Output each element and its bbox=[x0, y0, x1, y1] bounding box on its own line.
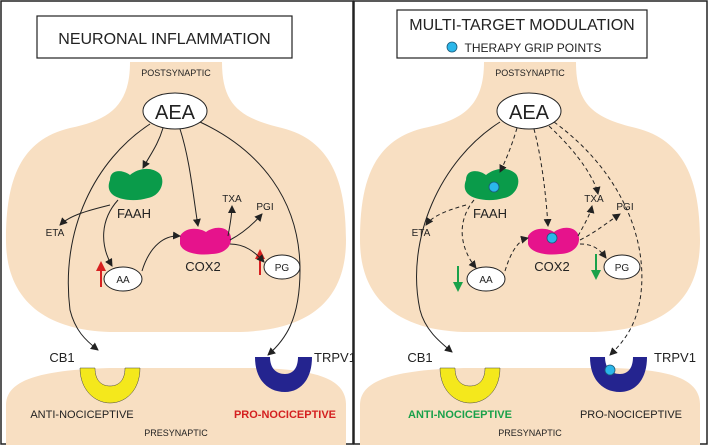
right-arrow-aea-txa bbox=[548, 125, 601, 195]
left-title-box bbox=[36, 15, 293, 59]
right-arrow-faah-aa bbox=[461, 199, 477, 269]
left-aa-label: AA bbox=[116, 275, 130, 286]
right-panel-title: MULTI-TARGET MODULATION bbox=[409, 17, 634, 34]
right-trpv1-receptor bbox=[590, 357, 647, 392]
right-presynaptic-label: PRESYNAPTIC bbox=[498, 428, 562, 438]
right-pg-node bbox=[603, 254, 641, 280]
left-aea-label: AEA bbox=[155, 102, 196, 124]
left-cb1-label: CB1 bbox=[49, 350, 74, 365]
right-cox2-label: COX2 bbox=[534, 259, 569, 274]
left-trpv1-label: TRPV1 bbox=[314, 350, 356, 365]
left-pg-label: PG bbox=[275, 263, 290, 274]
right-pro-nociceptive-label: PRO-NOCICEPTIVE bbox=[580, 409, 682, 421]
left-postsynaptic-label: POSTSYNAPTIC bbox=[141, 68, 211, 78]
right-cb1-receptor bbox=[439, 367, 501, 404]
left-pathway-arrows bbox=[59, 121, 301, 356]
left-cox2-label: COX2 bbox=[185, 259, 220, 274]
left-cb1-receptor bbox=[79, 367, 141, 404]
right-arrow-cox2-pgi bbox=[579, 213, 621, 241]
left-trpv1-receptor bbox=[255, 357, 312, 392]
left-panel-title: NEURONAL INFLAMMATION bbox=[58, 31, 270, 48]
right-faah-grip-point-icon bbox=[488, 181, 500, 193]
left-arrow-aa-cox2 bbox=[141, 231, 181, 272]
right-arrow-aea-cox2 bbox=[533, 128, 552, 227]
right-arrow-aea-faah bbox=[499, 127, 518, 173]
right-cox2-grip-point-icon bbox=[546, 232, 558, 244]
right-anti-nociceptive-label: ANTI-NOCICEPTIVE bbox=[408, 409, 512, 421]
right-aa-label: AA bbox=[479, 275, 493, 286]
right-arrow-aea-trpv1 bbox=[553, 121, 643, 356]
left-arrow-aea-faah bbox=[142, 127, 164, 169]
right-txa-label: TXA bbox=[584, 194, 604, 205]
left-arrow-faah-aa bbox=[103, 199, 119, 267]
left-anti-nociceptive-label: ANTI-NOCICEPTIVE bbox=[30, 409, 133, 421]
right-pathway-arrows bbox=[425, 121, 643, 356]
left-presynaptic-label: PRESYNAPTIC bbox=[144, 428, 208, 438]
left-cox2-enzyme bbox=[180, 227, 232, 255]
left-arrow-aea-cb1 bbox=[67, 123, 151, 351]
right-eta-label: ETA bbox=[412, 228, 431, 239]
right-arrow-cox2-pg bbox=[579, 243, 607, 259]
left-arrow-cox2-txa bbox=[227, 205, 236, 237]
right-arrow-aea-cb1 bbox=[416, 121, 501, 353]
left-arrow-faah-eta bbox=[59, 204, 111, 226]
left-aa-node bbox=[103, 266, 143, 292]
right-trpv1-label: TRPV1 bbox=[654, 350, 696, 365]
left-panel: NEURONAL INFLAMMATION POSTSYNAPTIC AEA F… bbox=[0, 0, 356, 445]
right-aea-node bbox=[496, 92, 562, 130]
right-panel: MULTI-TARGET MODULATION THERAPY GRIP POI… bbox=[353, 0, 708, 445]
right-cb1-label: CB1 bbox=[407, 350, 432, 365]
left-txa-label: TXA bbox=[222, 194, 242, 205]
left-arrow-aea-cox2 bbox=[179, 128, 201, 227]
left-pgi-label: PGI bbox=[256, 202, 273, 213]
left-arrow-cox2-pg bbox=[229, 243, 265, 263]
right-arrow-faah-eta bbox=[425, 204, 467, 226]
right-faah-label: FAAH bbox=[473, 206, 507, 221]
right-aea-label: AEA bbox=[509, 102, 550, 124]
left-arrow-cox2-pgi bbox=[229, 213, 263, 241]
right-pgi-label: PGI bbox=[616, 202, 633, 213]
therapy-grip-point-legend-icon bbox=[446, 41, 458, 53]
left-eta-label: ETA bbox=[46, 228, 65, 239]
right-legend-label: THERAPY GRIP POINTS bbox=[465, 41, 602, 55]
left-faah-label: FAAH bbox=[117, 206, 151, 221]
left-arrow-aea-trpv1 bbox=[199, 121, 301, 356]
right-pg-label: PG bbox=[615, 263, 630, 274]
right-aa-node bbox=[466, 266, 506, 292]
right-postsynaptic-label: POSTSYNAPTIC bbox=[495, 68, 565, 78]
right-arrow-cox2-txa bbox=[577, 205, 595, 237]
left-faah-enzyme bbox=[108, 168, 163, 201]
left-aea-node bbox=[142, 92, 208, 130]
left-pro-nociceptive-label: PRO-NOCICEPTIVE bbox=[234, 409, 336, 421]
right-title-box bbox=[396, 9, 648, 59]
right-trpv1-grip-point-icon bbox=[604, 364, 616, 376]
